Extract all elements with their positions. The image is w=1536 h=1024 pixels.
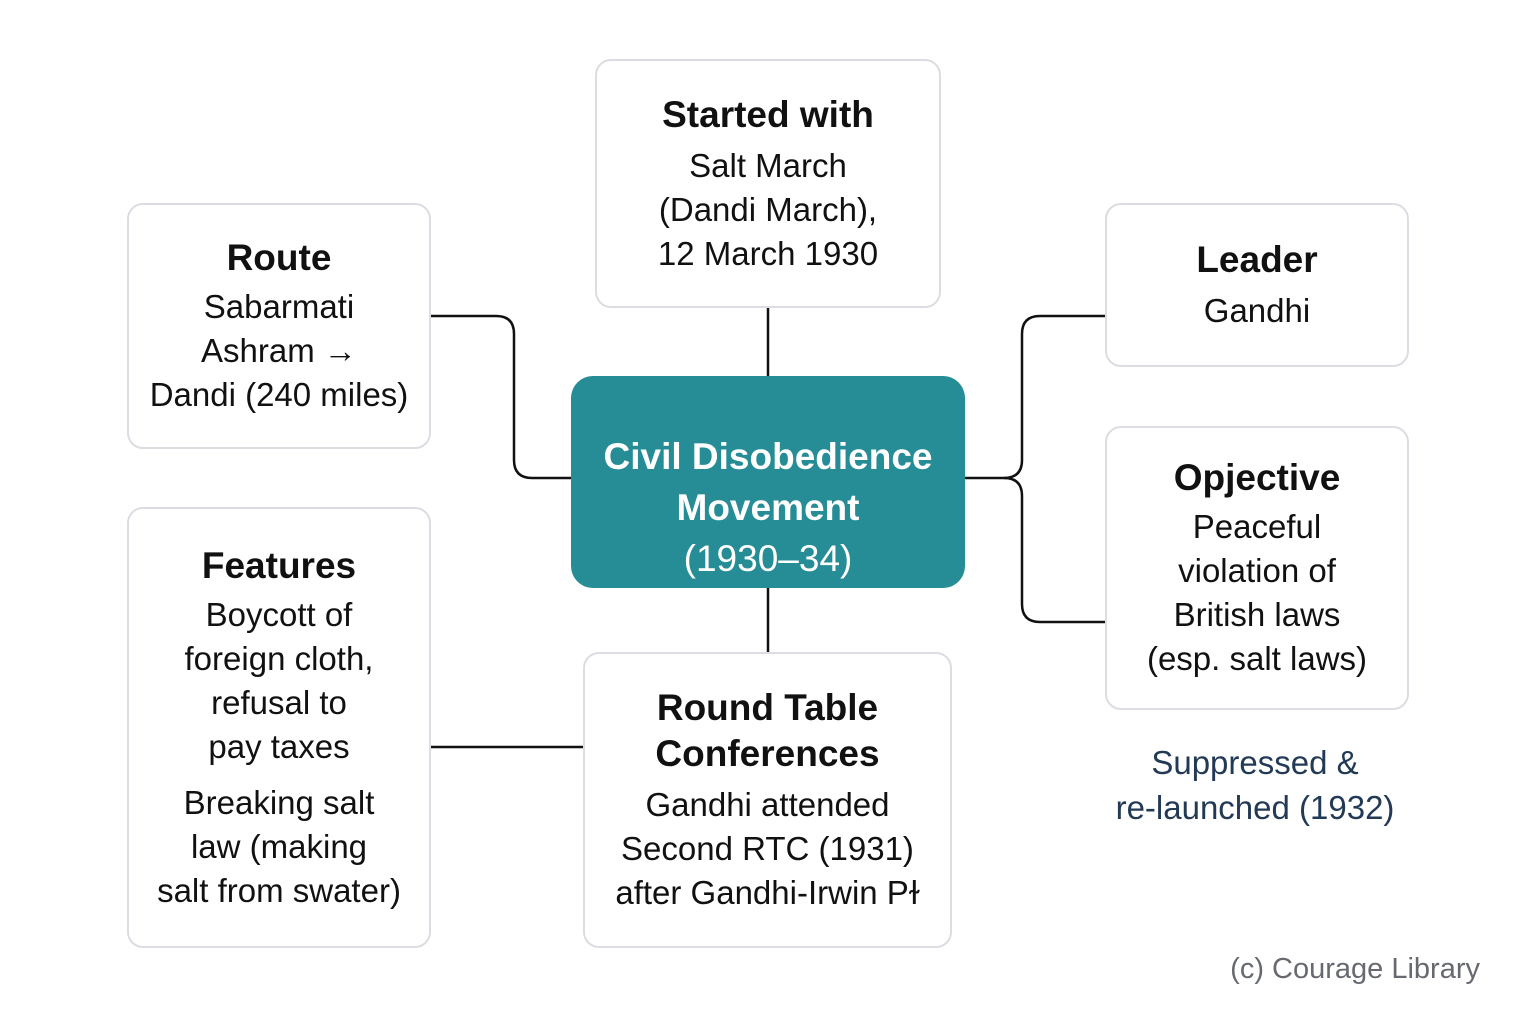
connector-leader (965, 314, 1105, 480)
objective-box: Opjective Peaceful violation of British … (1105, 426, 1409, 710)
features-title: Features (201, 544, 357, 586)
leader-box: Leader Gandhi (1105, 203, 1409, 367)
started-with-box: Started with Salt March (Dandi March), 1… (595, 59, 941, 308)
objective-title: Opjective (1173, 457, 1341, 498)
route-text: Sabarmati Ashram → Dandi (240 miles) (149, 288, 409, 413)
round-table-box: Round Table Conferences Gandhi attended … (583, 652, 952, 948)
credit-label: (c) Courage Library (1230, 953, 1480, 985)
central-topic-subtitle: (1930–34) (683, 538, 853, 579)
central-topic-title: Civil Disobedience Movement (603, 436, 933, 528)
features-text-1: Boycott of foreign cloth, refusal to pay… (184, 595, 374, 765)
suppressed-note: Suppressed & re-launched (1932) (1115, 744, 1395, 826)
round-table-text: Gandhi attended Second RTC (1931) after … (615, 786, 920, 911)
objective-text: Peaceful violation of British laws (esp.… (1146, 508, 1368, 677)
leader-title: Leader (1196, 239, 1318, 280)
central-topic-label: Civil Disobedience Movement (1930–34) (604, 380, 933, 584)
started-with-text: Salt March (Dandi March), 12 March 1930 (657, 146, 879, 272)
connector-route (431, 314, 571, 480)
route-title: Route (226, 237, 332, 278)
features-text-2: Breaking salt law (making salt from swat… (157, 783, 401, 909)
route-box: Route Sabarmati Ashram → Dandi (240 mile… (127, 203, 431, 449)
connector-objective (1003, 476, 1105, 624)
central-topic-box: Civil Disobedience Movement (1930–34) (571, 376, 965, 588)
started-with-title: Started with (662, 93, 874, 135)
round-table-title: Round Table Conferences (655, 687, 880, 774)
features-box: Features Boycott of foreign cloth, refus… (127, 507, 431, 948)
leader-text: Gandhi (1203, 292, 1311, 329)
